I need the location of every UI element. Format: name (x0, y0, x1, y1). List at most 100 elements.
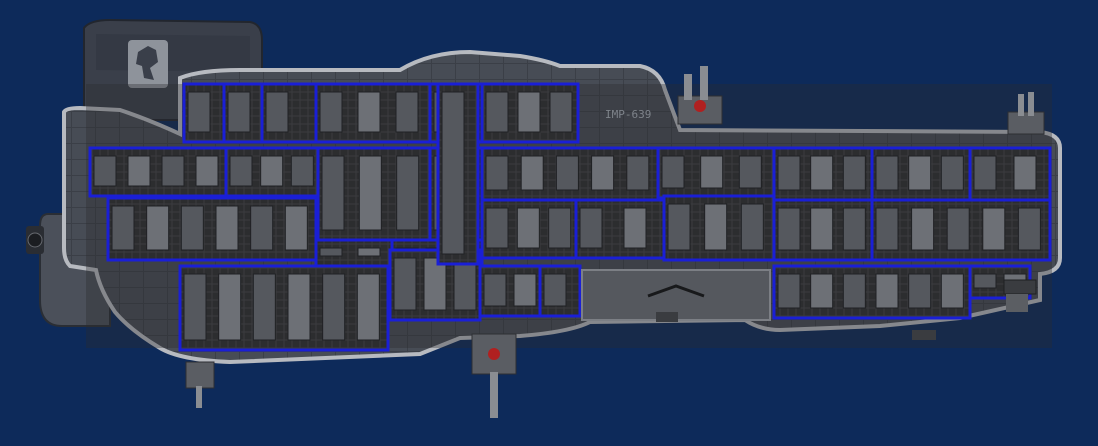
room-equipment (93, 155, 117, 187)
ship-room-6[interactable] (480, 82, 580, 144)
room-equipment (1017, 207, 1041, 251)
ship-room-18[interactable] (574, 198, 666, 260)
room-equipment (357, 91, 381, 133)
ship-room-7[interactable] (88, 146, 228, 198)
room-equipment (218, 273, 242, 341)
room-equipment (187, 91, 211, 133)
room-equipment (423, 257, 447, 311)
ship-room-14[interactable] (870, 146, 972, 202)
hull-marking-text: IMP-639 (605, 108, 651, 121)
ship-room-21[interactable] (870, 198, 1052, 262)
weapon-mount-front[interactable] (1007, 92, 1045, 135)
room-equipment (940, 155, 964, 191)
room-equipment (321, 155, 345, 231)
room-equipment (358, 155, 382, 231)
rear-engine-housing (83, 18, 263, 121)
ship-room-19[interactable] (662, 194, 776, 262)
room-equipment (973, 155, 997, 191)
room-outline (870, 198, 1052, 262)
weapon-mount-bottom-mid[interactable] (471, 333, 517, 418)
room-outline (178, 264, 390, 352)
room-equipment (516, 207, 540, 249)
room-equipment (322, 273, 346, 341)
thruster-right (1003, 279, 1037, 312)
room-equipment (946, 207, 970, 251)
ship-room-25[interactable] (388, 248, 482, 322)
room-outline (106, 196, 318, 262)
ship-room-1[interactable] (182, 82, 226, 144)
room-equipment (195, 155, 219, 187)
room-equipment (356, 273, 380, 341)
room-floor (108, 198, 316, 260)
room-equipment (287, 273, 311, 341)
room-equipment (485, 155, 509, 191)
room-equipment (908, 155, 932, 191)
room-equipment (161, 155, 185, 187)
room-equipment (290, 155, 314, 187)
room-equipment (127, 155, 151, 187)
room-equipment (215, 205, 239, 251)
room-equipment (842, 273, 866, 309)
room-equipment (875, 273, 899, 309)
weapon-mount-top[interactable] (677, 66, 723, 125)
room-equipment (875, 207, 899, 251)
room-equipment (842, 207, 866, 251)
room-equipment (319, 247, 343, 257)
room-equipment (738, 155, 762, 189)
room-equipment (810, 273, 834, 309)
room-equipment (777, 155, 801, 191)
ship-room-2[interactable] (222, 82, 264, 144)
room-equipment (543, 273, 567, 307)
ship-room-22[interactable] (314, 238, 394, 268)
room-equipment (810, 155, 834, 191)
room-equipment (393, 257, 417, 311)
ship-room-11[interactable] (480, 146, 660, 202)
room-equipment (441, 91, 465, 255)
room-equipment (485, 91, 509, 133)
room-equipment (842, 155, 866, 191)
weapon-mount-bottom-rear[interactable] (185, 361, 215, 408)
room-equipment (911, 207, 935, 251)
room-outline (480, 82, 580, 144)
room-equipment (357, 247, 381, 257)
ship-room-12[interactable] (656, 146, 776, 200)
ship-room-4[interactable] (314, 82, 432, 144)
room-equipment (700, 155, 724, 189)
ship-room-13[interactable] (772, 146, 874, 202)
hull-marking: IMP-639 (605, 108, 651, 121)
ship-room-16[interactable] (106, 196, 318, 262)
ship-room-26[interactable] (478, 264, 542, 318)
room-equipment (252, 273, 276, 341)
room-equipment (227, 91, 251, 133)
ship-room-15[interactable] (968, 146, 1052, 202)
ship-room-3[interactable] (260, 82, 318, 144)
room-equipment (875, 155, 899, 191)
ship-room-30[interactable] (436, 82, 480, 266)
room-equipment (704, 203, 728, 251)
room-equipment (395, 91, 419, 133)
room-equipment (250, 205, 274, 251)
room-equipment (555, 155, 579, 191)
room-equipment (180, 205, 204, 251)
ship-room-9[interactable] (316, 146, 432, 242)
room-equipment (146, 205, 170, 251)
room-floor (774, 266, 970, 318)
ship-room-24[interactable] (178, 264, 390, 352)
room-equipment (626, 155, 650, 191)
ship-room-17[interactable] (480, 198, 578, 260)
ship-room-27[interactable] (538, 264, 582, 318)
room-equipment (982, 207, 1006, 251)
room-equipment (549, 91, 573, 133)
ship-room-20[interactable] (772, 198, 874, 262)
room-equipment (591, 155, 615, 191)
room-equipment (940, 273, 964, 309)
thruster-mid (656, 312, 936, 340)
room-equipment (260, 155, 284, 187)
room-equipment (483, 273, 507, 307)
ship-room-8[interactable] (224, 146, 320, 198)
ship-room-28[interactable] (772, 264, 972, 320)
room-equipment (810, 207, 834, 251)
room-outline (538, 264, 582, 318)
room-equipment (548, 207, 572, 249)
room-layer (88, 82, 1052, 352)
